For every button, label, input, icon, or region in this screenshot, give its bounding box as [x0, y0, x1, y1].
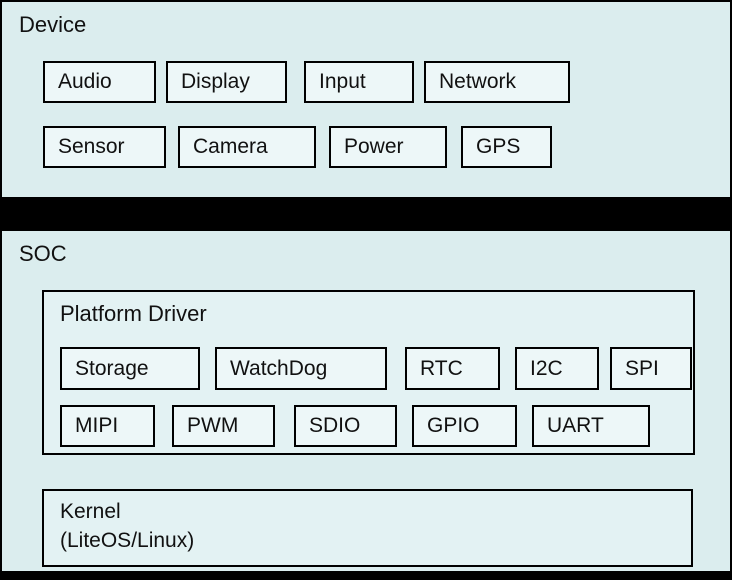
kernel-label: Kernel (LiteOS/Linux) [60, 497, 194, 555]
soc-section: SOC Platform Driver Storage WatchDog RTC… [0, 229, 732, 573]
device-box-audio: Audio [43, 61, 156, 103]
platform-box-gpio: GPIO [412, 405, 517, 447]
platform-box-sdio: SDIO [294, 405, 397, 447]
platform-box-spi: SPI [610, 347, 692, 390]
platform-box-pwm: PWM [172, 405, 275, 447]
bottom-bar [0, 573, 732, 580]
device-box-gps: GPS [461, 126, 552, 168]
kernel-line1: Kernel [60, 500, 121, 523]
platform-box-uart: UART [532, 405, 650, 447]
platform-box-i2c: I2C [515, 347, 599, 390]
platform-box-storage: Storage [60, 347, 200, 390]
platform-box-rtc: RTC [405, 347, 500, 390]
device-box-network: Network [424, 61, 570, 103]
device-box-camera: Camera [178, 126, 316, 168]
platform-box-watchdog: WatchDog [215, 347, 387, 390]
device-box-display: Display [166, 61, 287, 103]
device-box-input: Input [304, 61, 414, 103]
soc-section-title: SOC [19, 241, 67, 266]
separator-bar [0, 199, 732, 229]
device-section-title: Device [19, 12, 87, 37]
device-box-power: Power [329, 126, 447, 168]
kernel-line2: (LiteOS/Linux) [60, 529, 195, 552]
platform-driver-title: Platform Driver [60, 301, 207, 326]
device-box-sensor: Sensor [43, 126, 166, 168]
platform-box-mipi: MIPI [60, 405, 155, 447]
platform-driver-group: Platform Driver Storage WatchDog RTC I2C… [42, 290, 695, 455]
kernel-group: Kernel (LiteOS/Linux) [42, 489, 693, 567]
device-section: Device Audio Display Input Network Senso… [0, 0, 732, 199]
